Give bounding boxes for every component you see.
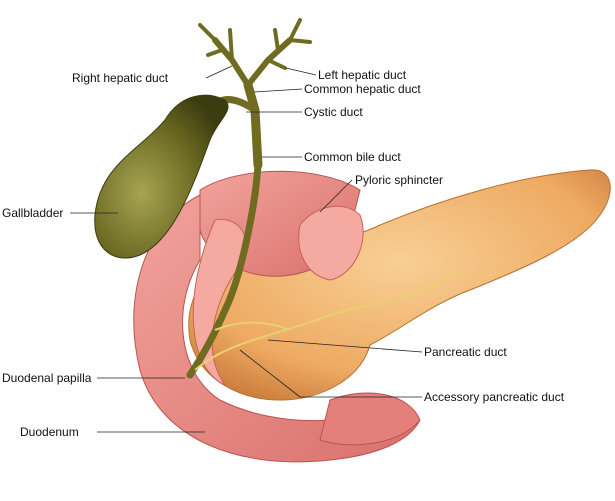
label-cystic-duct: Cystic duct bbox=[304, 105, 363, 119]
duodenum-lower bbox=[319, 392, 421, 446]
label-common-hepatic-duct: Common hepatic duct bbox=[304, 82, 421, 96]
gallbladder bbox=[94, 94, 229, 259]
label-duodenum: Duodenum bbox=[20, 425, 79, 439]
label-pancreatic-duct: Pancreatic duct bbox=[424, 345, 507, 359]
pylorus-mucosa bbox=[298, 205, 364, 281]
pancreatic-ducts bbox=[194, 269, 461, 371]
label-common-bile-duct: Common bile duct bbox=[304, 150, 401, 164]
label-accessory-pancreatic-duct: Accessory pancreatic duct bbox=[424, 390, 565, 404]
label-pyloric-sphincter: Pyloric sphincter bbox=[355, 173, 444, 187]
label-left-hepatic-duct: Left hepatic duct bbox=[318, 68, 407, 82]
label-gallbladder: Gallbladder bbox=[2, 206, 64, 220]
label-right-hepatic-duct: Right hepatic duct bbox=[72, 71, 169, 85]
label-duodenal-papilla: Duodenal papilla bbox=[2, 371, 92, 385]
duodenum bbox=[133, 194, 421, 463]
leader-lines bbox=[70, 65, 423, 433]
